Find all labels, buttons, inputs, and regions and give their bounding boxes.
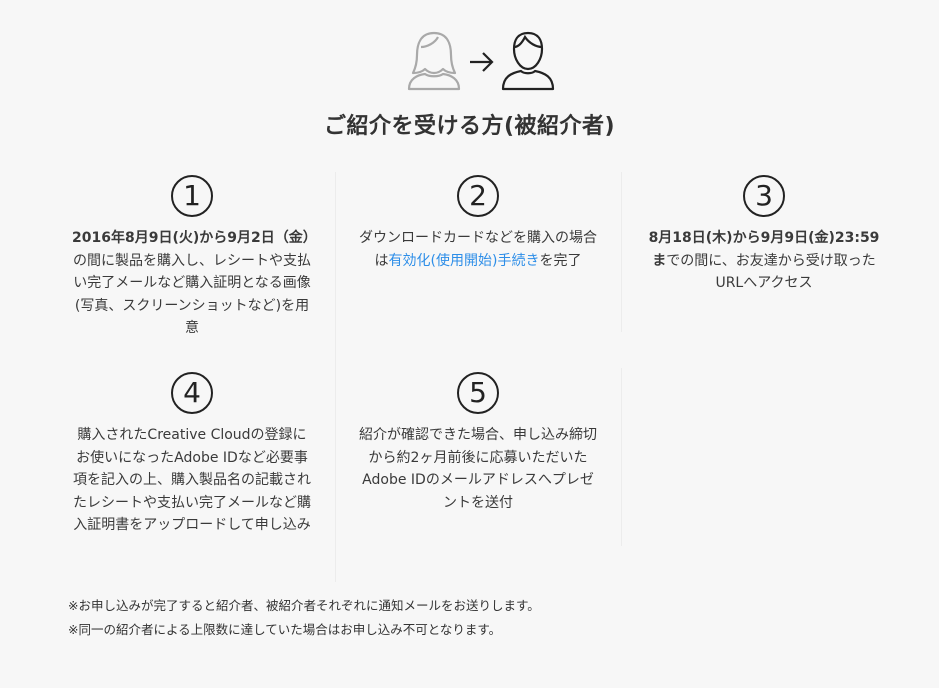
note-1: ※お申し込みが完了すると紹介者、被紹介者それぞれに通知メールをお送りします。 (68, 598, 540, 613)
notes: ※お申し込みが完了すると紹介者、被紹介者それぞれに通知メールをお送りします。 ※… (68, 594, 888, 642)
step-number-2: 2 (457, 175, 499, 217)
column-divider (621, 368, 622, 546)
step-2-text-pre: ダウンロードカードなどを購入の場合は (359, 230, 597, 269)
step-4: 4 購入されたCreative Cloudの登録にお使いになったAdobe ID… (72, 372, 312, 537)
step-2: 2 ダウンロードカードなどを購入の場合は有効化(使用開始)手続きを完了 (358, 175, 598, 272)
step-number-5: 5 (457, 372, 499, 414)
activation-procedure-link[interactable]: 有効化(使用開始)手続き (388, 252, 540, 269)
step-1-text: の間に製品を購入し、レシートや支払い完了メールなど購入証明となる画像(写真、スク… (73, 252, 311, 337)
step-1: 1 2016年8月9日(火)から9月2日（金） の間に製品を購入し、レシートや支払… (72, 175, 317, 340)
step-3-description: 8月18日(木)から9月9日(金)23:59までの間に、お友達から受け取ったUR… (644, 227, 884, 295)
column-divider (621, 172, 622, 332)
note-2: ※同一の紹介者による上限数に達していた場合はお申し込み不可となります。 (68, 622, 502, 637)
step-5: 5 紹介が確認できた場合、申し込み締切から約2ヶ月前後に応募いただいたAdobe… (358, 372, 598, 514)
step-3: 3 8月18日(木)から9月9日(金)23:59までの間に、お友達から受け取った… (644, 175, 884, 295)
step-number-3: 3 (743, 175, 785, 217)
step-3-text: での間に、お友達から受け取ったURLへアクセス (666, 252, 876, 292)
step-5-text: 紹介が確認できた場合、申し込み締切から約2ヶ月前後に応募いただいたAdobe I… (359, 427, 597, 511)
step-1-period: 2016年8月9日(火)から9月2日（金） (72, 230, 317, 246)
referral-illustration (0, 25, 939, 95)
column-divider (335, 172, 336, 582)
step-2-text-post: を完了 (539, 252, 582, 269)
arrow-right-icon (470, 52, 494, 72)
step-1-description: 2016年8月9日(火)から9月2日（金） の間に製品を購入し、レシートや支払い完… (72, 227, 317, 340)
male-person-icon (501, 31, 555, 91)
step-4-text: 購入されたCreative Cloudの登録にお使いになったAdobe IDなど… (73, 427, 311, 533)
step-2-description: ダウンロードカードなどを購入の場合は有効化(使用開始)手続きを完了 (358, 227, 598, 272)
page-title: ご紹介を受ける方(被紹介者) (323, 114, 616, 139)
step-number-4: 4 (171, 372, 213, 414)
female-person-icon (407, 31, 461, 91)
step-number-1: 1 (171, 175, 213, 217)
step-3-period: 8月18日(木)から9月9日(金)23:59ま (648, 230, 880, 269)
